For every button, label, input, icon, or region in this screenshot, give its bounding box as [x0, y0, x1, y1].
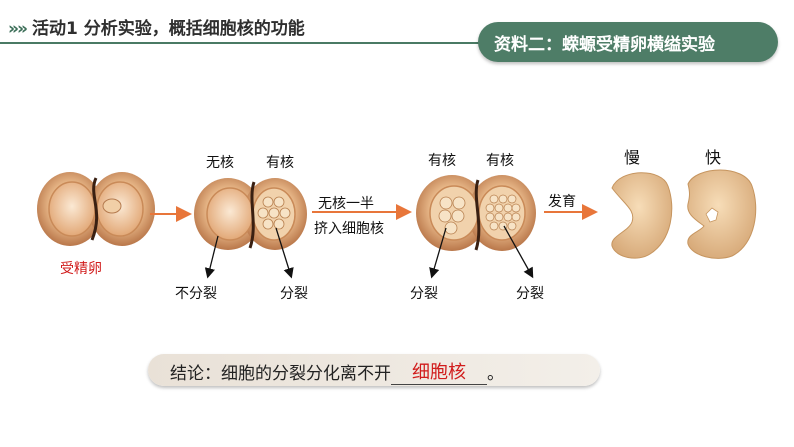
slow-label: 慢	[624, 148, 641, 167]
fertilized-egg-label: 受精卵	[60, 261, 102, 277]
fast-embryo-notch	[705, 207, 719, 223]
division-label-2: 分裂	[410, 286, 438, 302]
page-title: »»活动1 分析实验，概括细胞核的功能	[8, 14, 305, 39]
conclusion-text: 结论：细胞的分裂分化离不开 细胞核 。	[170, 359, 504, 386]
material-badge	[478, 22, 778, 62]
no-nucleus-label: 无核	[206, 155, 234, 171]
fast-embryo	[687, 169, 757, 259]
division-label-3: 分裂	[516, 286, 544, 302]
conclusion-bar	[148, 354, 600, 386]
answer-blank: 细胞核	[391, 358, 487, 385]
chevron-icon: »»	[8, 19, 28, 39]
arrow-no-division	[204, 235, 219, 279]
fertilized-egg	[37, 172, 155, 246]
page-title-text: 活动1 分析实验，概括细胞核的功能	[31, 19, 305, 39]
arrow-division-1	[275, 227, 294, 279]
constricted-egg-stage2	[194, 178, 307, 250]
no-division-label: 不分裂	[175, 286, 217, 302]
transfer-label-line1: 无核一半	[318, 196, 374, 212]
develop-label: 发育	[548, 194, 576, 210]
arrow-division-3	[503, 225, 534, 279]
conclusion-suffix: 。	[487, 364, 504, 384]
with-nucleus-label-right: 有核	[486, 153, 514, 169]
division-label-1: 分裂	[280, 286, 308, 302]
slow-embryo	[611, 172, 673, 259]
fast-label: 快	[705, 148, 722, 167]
transfer-label-line2: 挤入细胞核	[314, 221, 384, 237]
with-nucleus-label-left: 有核	[428, 153, 456, 169]
constricted-egg-stage3	[416, 175, 536, 251]
material-badge-label: 资料二：蝾螈受精卵横缢实验	[494, 35, 715, 55]
conclusion-prefix: 结论：细胞的分裂分化离不开	[170, 364, 391, 384]
arrow-division-2	[429, 227, 447, 279]
header-divider	[0, 42, 480, 44]
with-nucleus-label: 有核	[266, 155, 294, 171]
conclusion-answer: 细胞核	[412, 362, 466, 383]
